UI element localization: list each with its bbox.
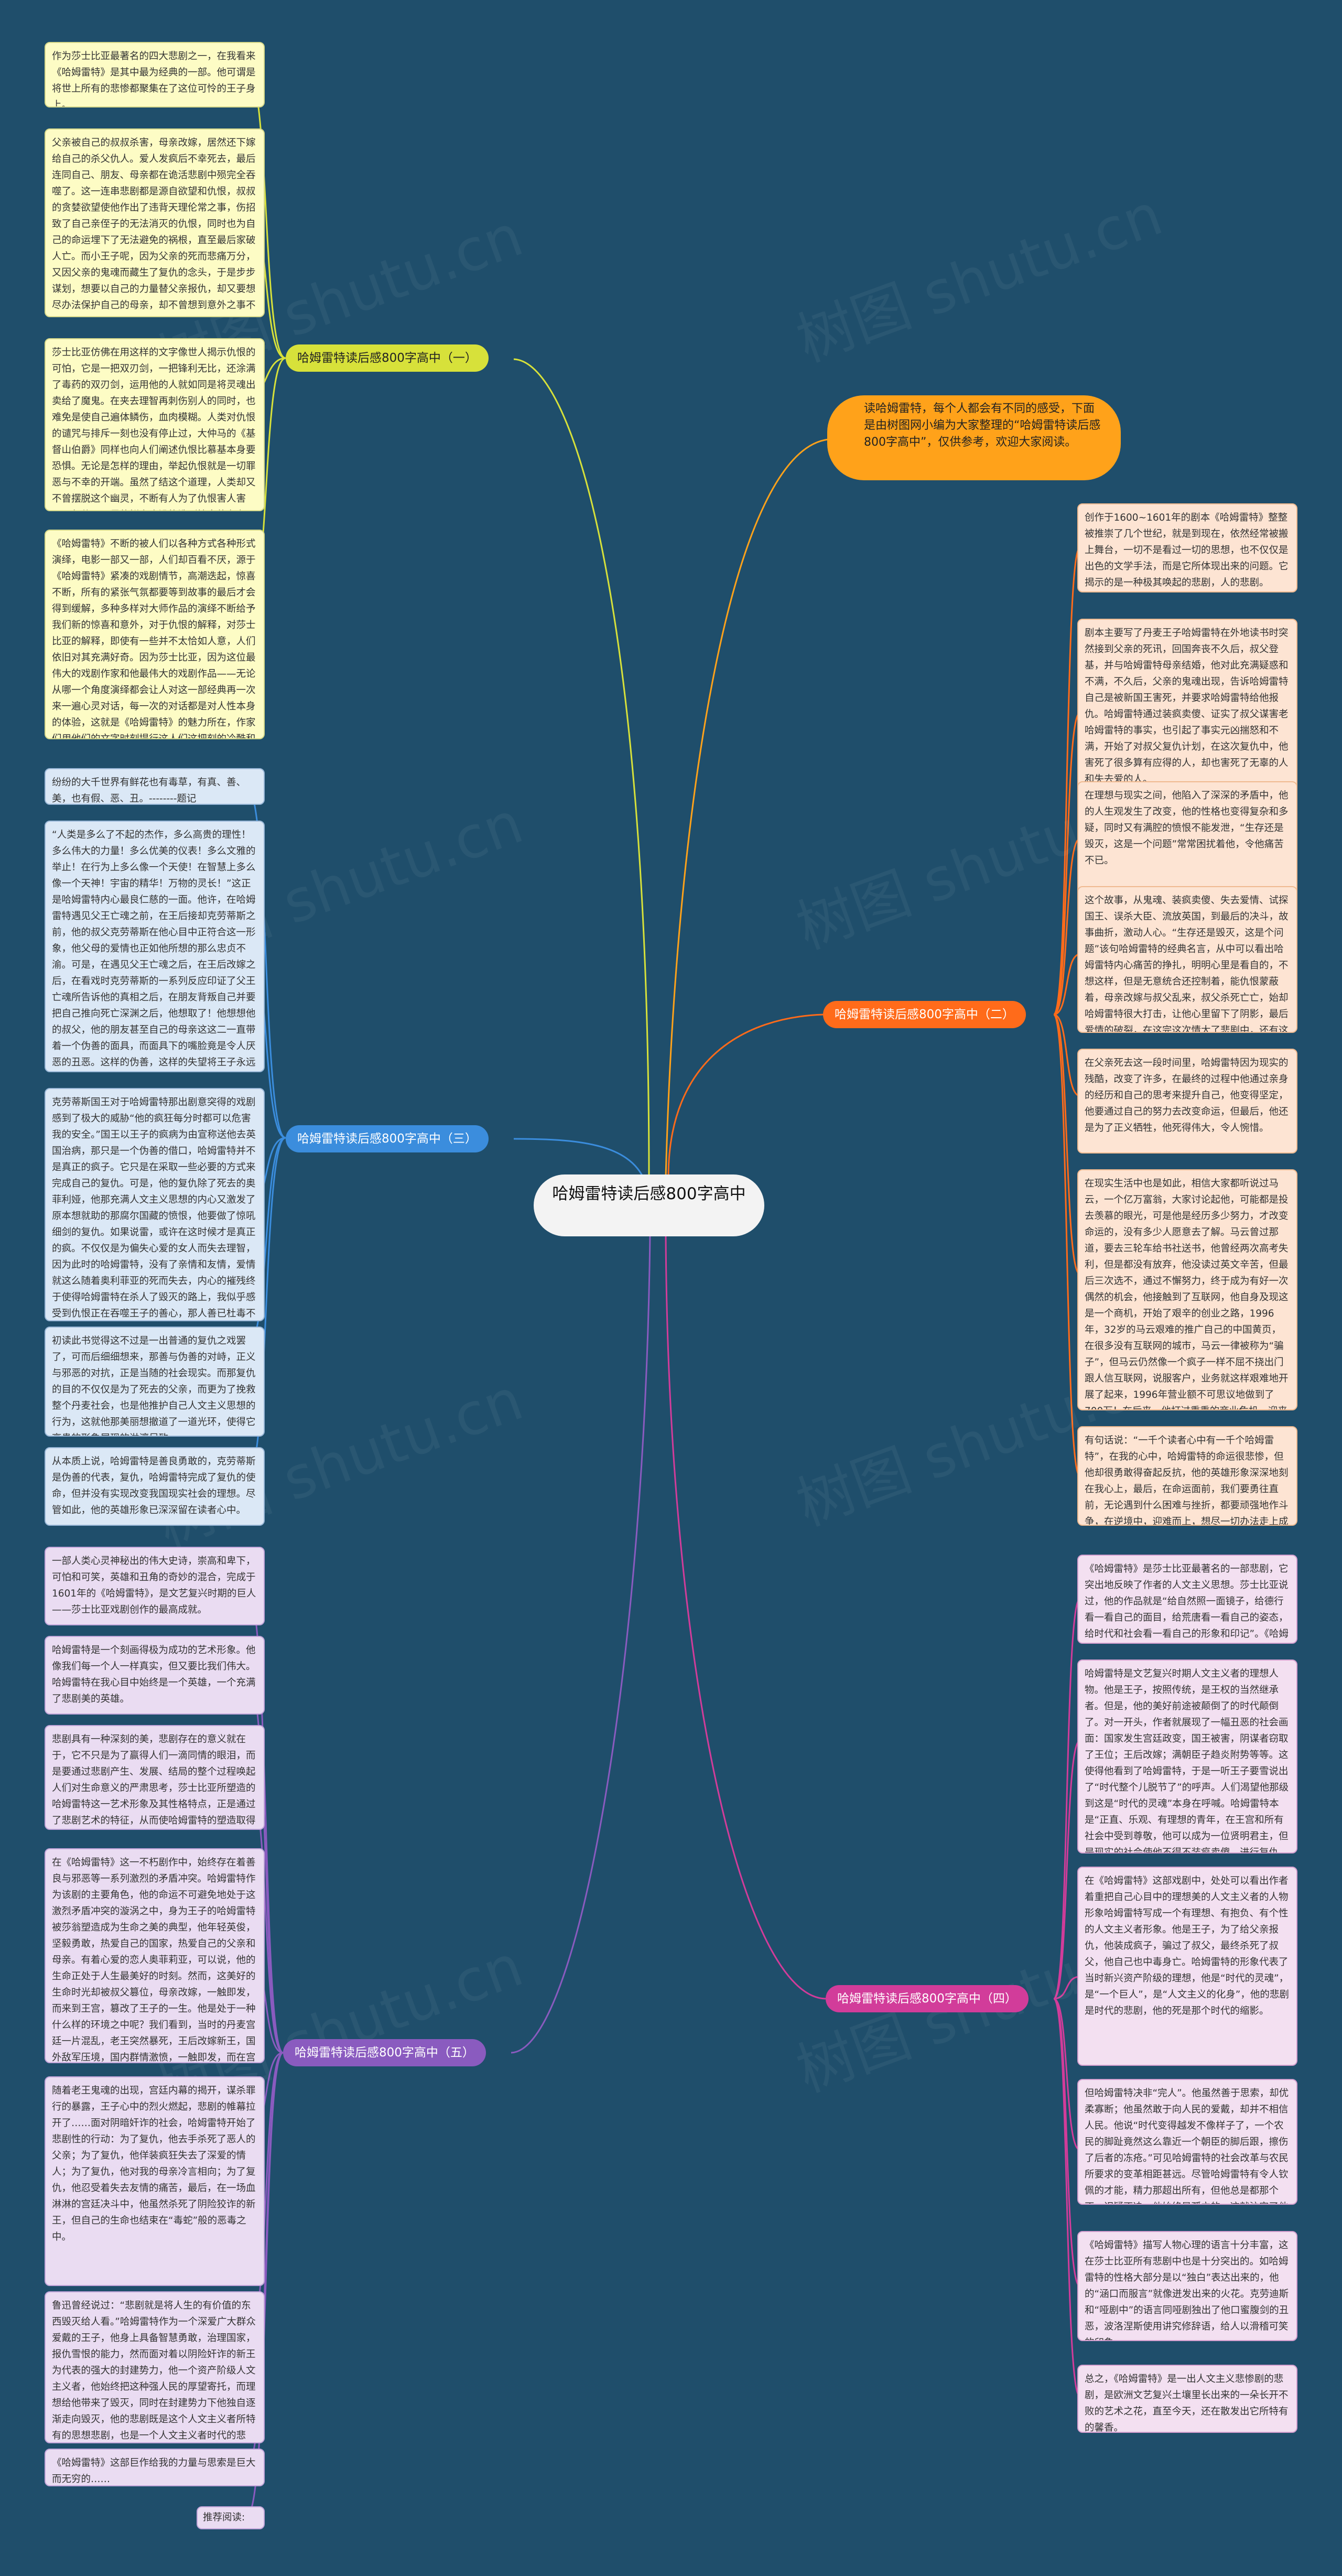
- leaf-b5-3[interactable]: 悲剧具有一种深刻的美，悲剧存在的意义就在于，它不只是为了赢得人们一滴同情的眼泪，…: [45, 1725, 265, 1830]
- recommend-reading[interactable]: 推荐阅读:: [197, 2506, 265, 2529]
- leaf-b2-7[interactable]: 有句话说：“一千个读者心中有一千个哈姆雷特”，在我的心中，哈姆雷特的命运很悲惨，…: [1077, 1426, 1297, 1526]
- leaf-b2-3[interactable]: 在理想与现实之间，他陷入了深深的矛盾中，他的人生观发生了改变，他的性格也变得复杂…: [1077, 781, 1297, 897]
- branch-2[interactable]: 哈姆雷特读后感800字高中（二）: [823, 1001, 1026, 1028]
- leaf-b4-4[interactable]: 在《哈姆雷特》这部戏剧中，处处可以看出作者着重把自己心目中的理想美的人文主义者的…: [1077, 1867, 1297, 2066]
- leaf-b2-5[interactable]: 在父亲死去这一段时间里，哈姆雷特因为现实的残酷，改变了许多，在最终的过程中他通过…: [1077, 1049, 1297, 1154]
- leaf-b1-1[interactable]: 作为莎士比亚最著名的四大悲剧之一，在我看来《哈姆雷特》是其中最为经典的一部。他可…: [45, 42, 265, 107]
- link-center-b4: [665, 1234, 826, 2000]
- link-center-b3: [513, 1138, 646, 1181]
- branch-5[interactable]: 哈姆雷特读后感800字高中（五）: [283, 2039, 486, 2066]
- leaf-b2-6[interactable]: 在现实生活中也是如此，相信大家都听说过马云，一个亿万富翁，大家讨论起他，可能都是…: [1077, 1169, 1297, 1410]
- branch-4[interactable]: 哈姆雷特读后感800字高中（四）: [826, 1985, 1029, 2012]
- leaf-b2-4[interactable]: 这个故事，从鬼魂、装疯卖傻、失去爱情、试探国王、误杀大臣、流放英国，到最后的决斗…: [1077, 886, 1297, 1033]
- leaf-b4-1[interactable]: 《哈姆雷特》是莎士比亚最著名的一部悲剧，它突出地反映了作者的人文主义思想。莎士比…: [1077, 1555, 1297, 1644]
- leaf-b2-1[interactable]: 创作于1600~1601年的剧本《哈姆雷特》整整被推崇了几个世纪，就是到现在，依…: [1077, 503, 1297, 592]
- leaf-b3-1[interactable]: 纷纷的大千世界有鲜花也有毒草，有真、善、美，也有假、恶、丑。--------题记: [45, 768, 265, 805]
- branch-1[interactable]: 哈姆雷特读后感800字高中（一）: [286, 344, 489, 372]
- leaf-b4-5[interactable]: 但哈姆雷特决非“完人”。他虽然善于思索，却优柔寡断；他虽然敢于向人民的爱戴，却并…: [1077, 2079, 1297, 2205]
- center-topic[interactable]: 哈姆雷特读后感800字高中: [534, 1174, 764, 1236]
- link-center-b5: [511, 1234, 651, 2054]
- leaf-b2-2[interactable]: 剧本主要写了丹麦王子哈姆雷特在外地读书时突然接到父亲的死讯，回国奔丧不久后，叔父…: [1077, 619, 1297, 797]
- leaf-b1-3[interactable]: 莎士比亚仿佛在用这样的文字像世人揭示仇恨的可怕，它是一把双刃剑，一把锋利无比，还…: [45, 338, 265, 511]
- leaf-b1-2[interactable]: 父亲被自己的叔叔杀害，母亲改嫁，居然还下嫁给自己的杀父仇人。爱人发疯后不幸死去，…: [45, 128, 265, 317]
- leaf-b5-5[interactable]: 随着老王鬼魂的出现，宫廷内幕的揭开，谋杀罪行的暴露，王子心中的烈火燃起，悲剧的帷…: [45, 2076, 265, 2286]
- branch-3[interactable]: 哈姆雷特读后感800字高中（三）: [286, 1125, 489, 1152]
- leaf-b4-6[interactable]: 《哈姆雷特》描写人物心理的语言十分丰富，这在莎士比亚所有悲剧中也是十分突出的。如…: [1077, 2231, 1297, 2341]
- leaf-b3-4[interactable]: 初读此书觉得这不过是一出普通的复仇之戏罢了，可而后细细想来，那善与伪善的对峙，正…: [45, 1327, 265, 1437]
- link-center-b2: [667, 1014, 824, 1178]
- leaf-b5-7[interactable]: 《哈姆雷特》这部巨作给我的力量与思索是巨大而无穷的……: [45, 2449, 265, 2486]
- leaf-b5-6[interactable]: 鲁迅曾经说过：“悲剧就是将人生的有价值的东西毁灭给人看。”哈姆雷特作为一个深爱广…: [45, 2291, 265, 2443]
- link-center-b1: [513, 358, 650, 1178]
- leaf-b4-2[interactable]: 哈姆雷特是文艺复兴时期人文主义者的理想人物。他是王子，按照传统，是王权的当然继承…: [1077, 1659, 1297, 1853]
- leaf-b3-3[interactable]: 克劳蒂斯国王对于哈姆雷特那出剧意突得的戏剧感到了极大的威胁“他的疯狂每分时都可以…: [45, 1088, 265, 1321]
- leaf-b3-5[interactable]: 从本质上说，哈姆雷特是善良勇敢的，克劳蒂斯是伪善的代表，复仇，哈姆雷特完成了复仇…: [45, 1447, 265, 1526]
- leaf-b1-4[interactable]: 《哈姆雷特》不断的被人们以各种方式各种形式演绎，电影一部又一部，人们却百看不厌，…: [45, 530, 265, 739]
- leaf-b3-2[interactable]: “人类是多么了不起的杰作，多么高贵的理性！多么伟大的力量！多么优美的仪表！多么文…: [45, 821, 265, 1072]
- leaf-b5-2[interactable]: 哈姆雷特是一个刻画得极为成功的艺术形象。他像我们每一个人一样真实，但又要比我们伟…: [45, 1636, 265, 1715]
- leaf-b5-4[interactable]: 在《哈姆雷特》这一不朽剧作中，始终存在着善良与邪恶等一系列激烈的矛盾冲突。哈姆雷…: [45, 1848, 265, 2063]
- link-center-intro: [665, 438, 829, 1178]
- intro-note[interactable]: 读哈姆雷特，每个人都会有不同的感受，下面是由树图网小编为大家整理的“哈姆雷特读后…: [827, 395, 1121, 480]
- leaf-b5-1[interactable]: 一部人类心灵神秘出的伟大史诗，崇高和卑下，可怕和可笑，英雄和丑角的奇妙的混合，完…: [45, 1547, 265, 1625]
- leaf-b4-7[interactable]: 总之，《哈姆雷特》是一出人文主义悲惨剧的悲剧，是欧洲文艺复兴土壤里长出来的一朵长…: [1077, 2365, 1297, 2433]
